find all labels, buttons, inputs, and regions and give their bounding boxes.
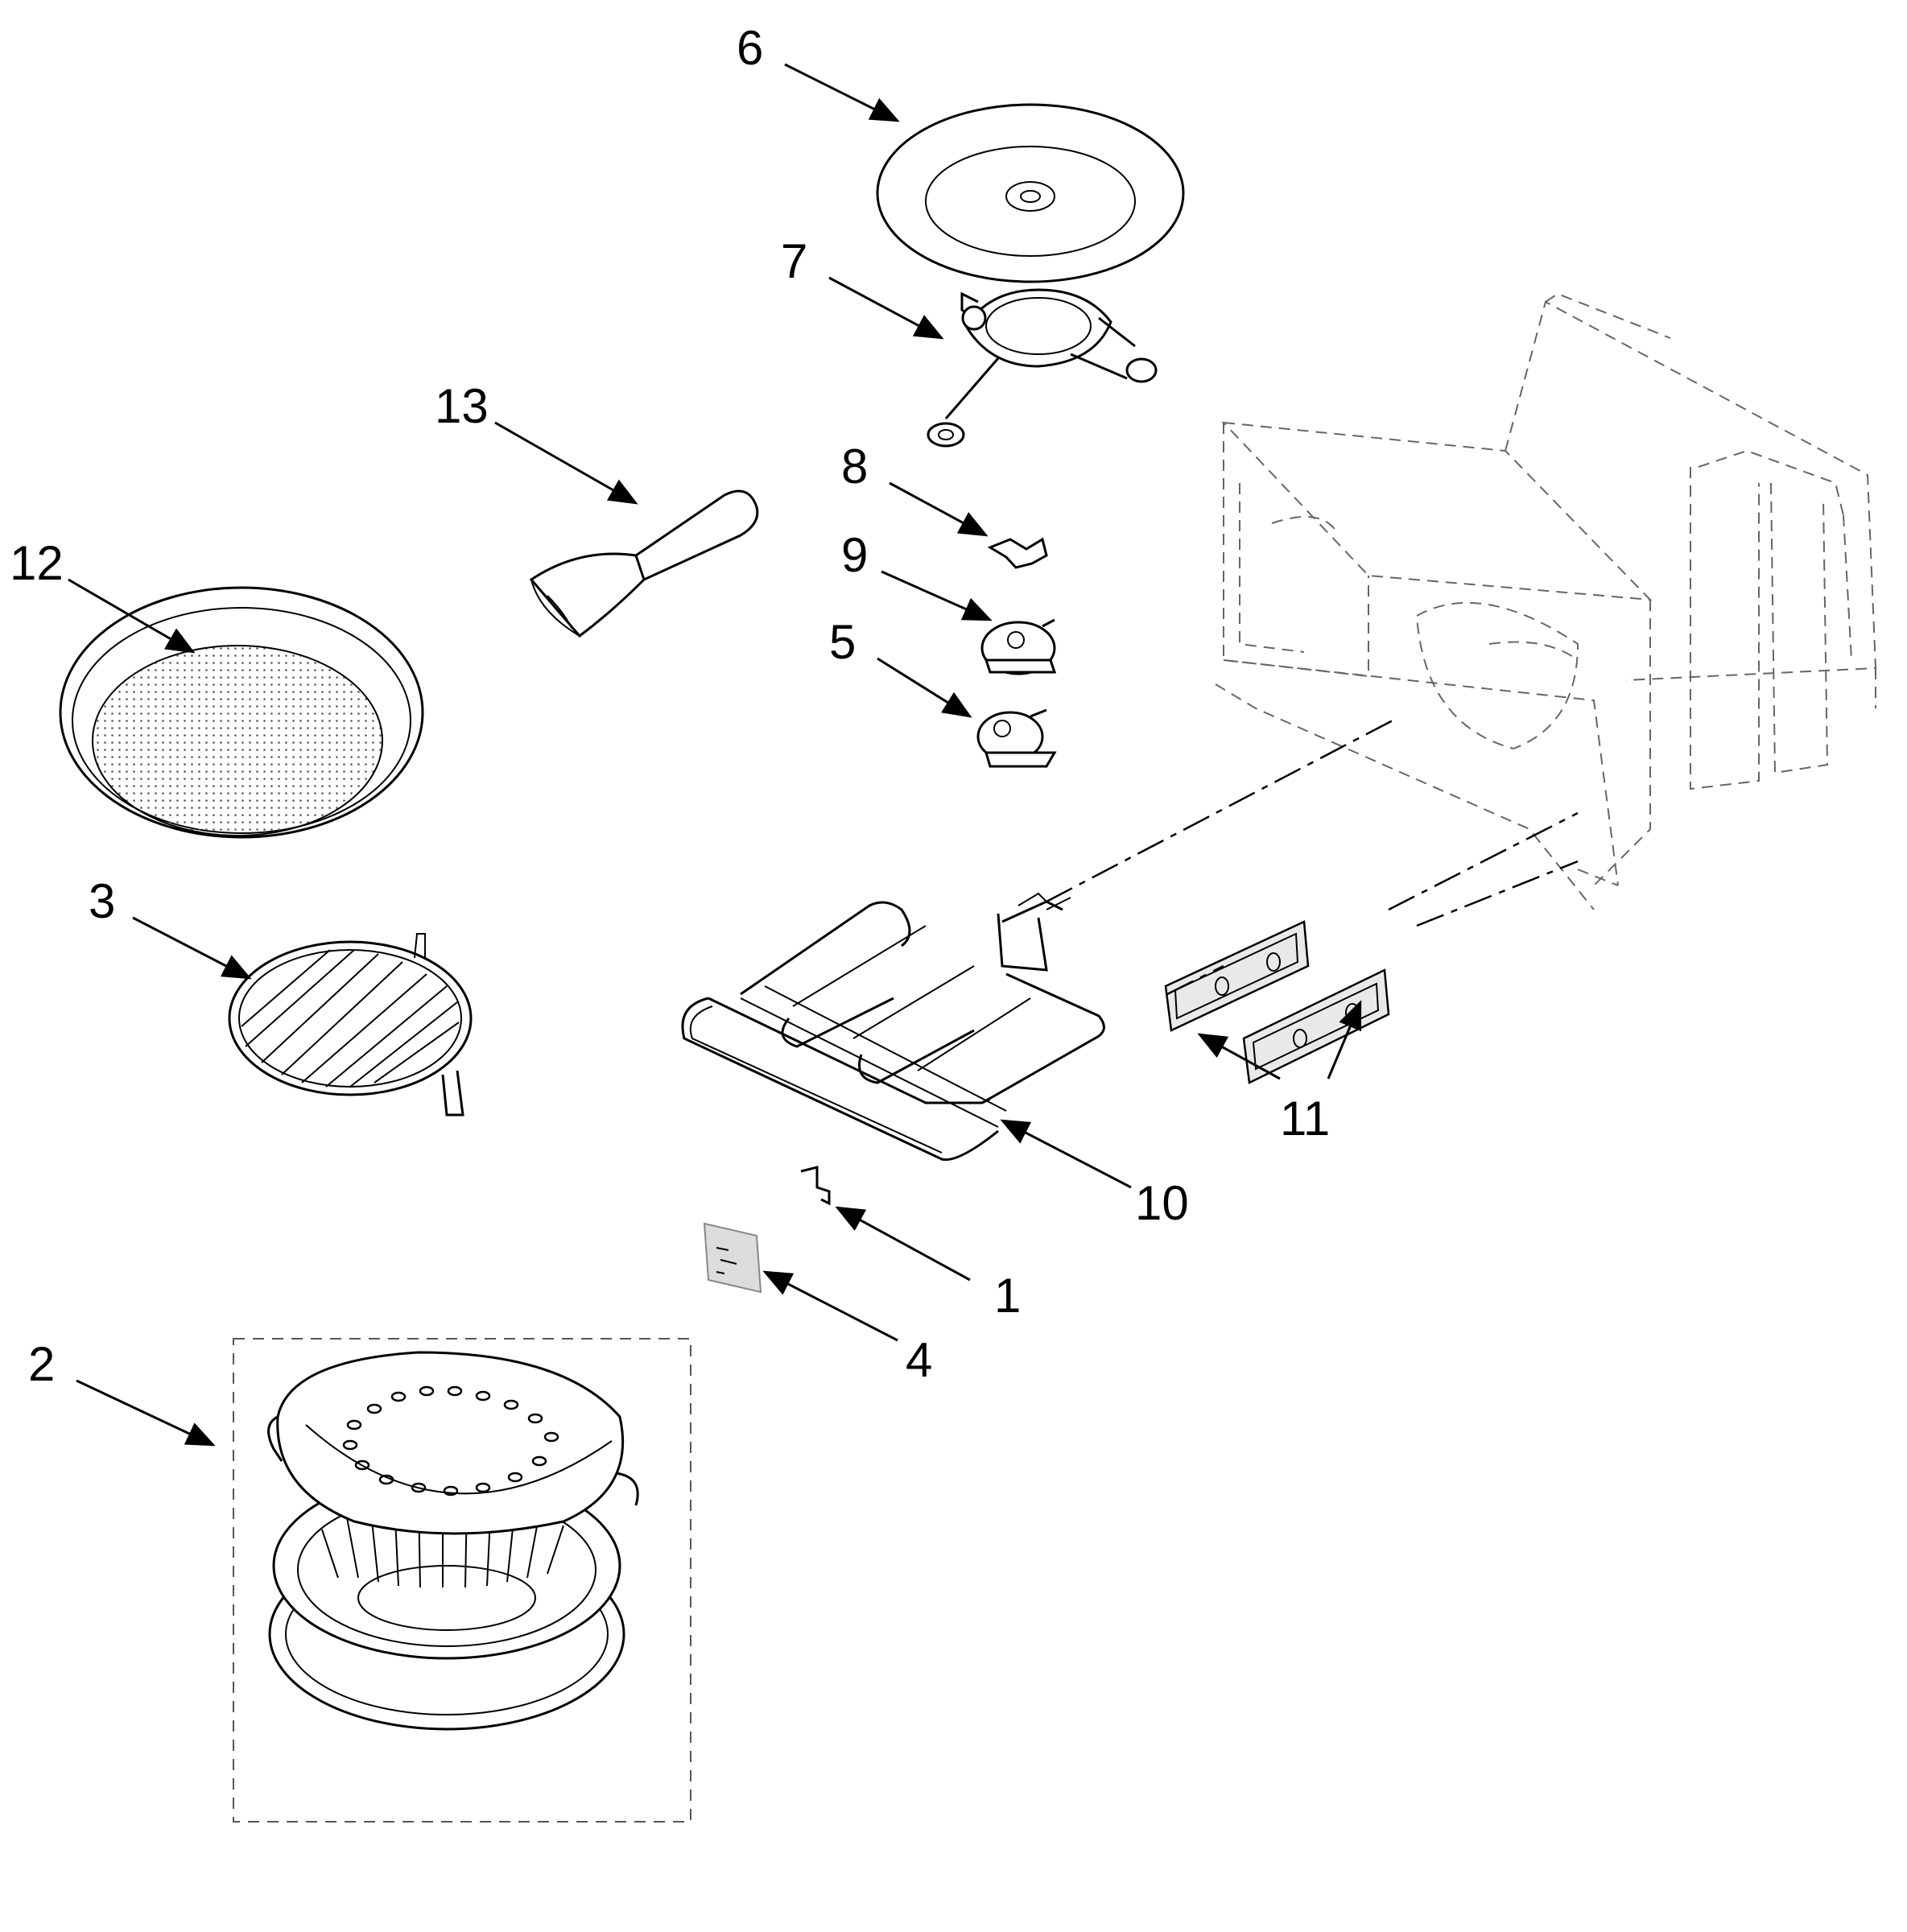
callout-13: 13 (435, 379, 489, 433)
grill-rack-part-3 (228, 933, 473, 1117)
callout-3: 3 (89, 874, 115, 928)
roller-support-part-7 (927, 288, 1158, 448)
turntable-tray-part-6 (876, 103, 1185, 283)
assembly-connector-lines (1046, 719, 1579, 996)
handle-part-13 (529, 489, 759, 638)
callout-6: 6 (737, 21, 763, 75)
steamer-kit-part-2 (233, 1338, 691, 1823)
leader-arrows (68, 63, 1362, 1447)
coupler-part-8 (987, 537, 1048, 569)
callout-10: 10 (1135, 1176, 1189, 1230)
mica-cover-part-11-left (1164, 920, 1310, 1032)
crisper-pan-part-12 (59, 586, 424, 839)
heating-element-part-10 (681, 892, 1105, 1162)
callout-7: 7 (781, 234, 807, 288)
oven-cavity-assembly (1215, 292, 1877, 910)
callout-12: 12 (10, 536, 64, 590)
callout-2: 2 (28, 1337, 55, 1391)
callout-5: 5 (829, 615, 856, 669)
callout-4: 4 (906, 1333, 932, 1387)
bracket-part-1 (800, 1166, 831, 1206)
motor-part-5 (976, 708, 1057, 768)
callout-11: 11 (1280, 1092, 1330, 1146)
callout-1: 1 (994, 1269, 1021, 1323)
callout-9: 9 (841, 528, 868, 582)
motor-part-9 (980, 618, 1057, 675)
callout-8: 8 (841, 440, 868, 493)
label-part-4 (703, 1222, 762, 1294)
